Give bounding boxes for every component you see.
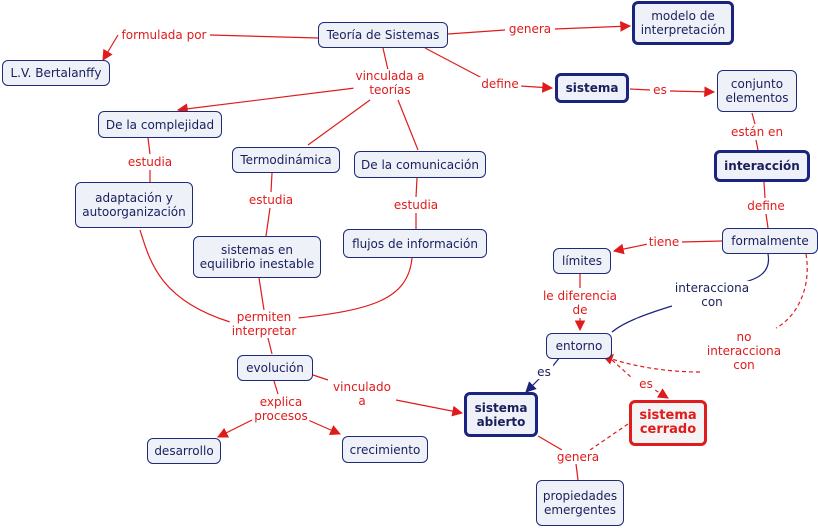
arrow-limites	[612, 243, 649, 255]
link-label-es-top: es	[651, 83, 669, 97]
node-sistema-abierto[interactable]: sistema abierto	[464, 392, 538, 437]
node-de-la-comunicacion[interactable]: De la comunicación	[354, 151, 486, 178]
arrow-bertalanffy	[102, 34, 119, 61]
node-limites[interactable]: límites	[553, 248, 611, 274]
arrow-conjunto	[669, 86, 716, 98]
node-sistemas-equilibrio[interactable]: sistemas en equilibrio inestable	[193, 236, 321, 278]
link-label-formulada-por: formulada por	[119, 28, 209, 42]
link-line-genera-abierto	[537, 435, 563, 451]
link-label-estan-en: están en	[728, 125, 786, 139]
link-line-termodinamica	[307, 99, 371, 146]
node-teoria-de-sistemas[interactable]: Teoría de Sistemas	[318, 22, 448, 48]
link-line-estudia1a	[147, 137, 151, 155]
node-interaccion[interactable]: interacción	[714, 150, 810, 182]
link-label-explica-procesos: explica procesos	[252, 395, 310, 423]
link-line-estudia2b	[265, 207, 271, 237]
link-line-estudia2a	[270, 172, 273, 193]
link-line-flujos-permiten	[297, 257, 413, 319]
link-line-estudia3a	[415, 177, 418, 198]
link-label-estudia-comunicacion: estudia	[391, 198, 441, 212]
link-line-define	[424, 47, 483, 79]
node-conjunto-elementos[interactable]: conjunto elementos	[717, 70, 797, 112]
node-entorno[interactable]: entorno	[546, 333, 612, 359]
link-line-genera-propiedades	[575, 463, 579, 481]
link-line-explica	[273, 380, 279, 395]
arrow-complejidad	[176, 87, 356, 115]
arrow-no-interacciona	[601, 354, 701, 373]
link-line-genera	[447, 29, 506, 35]
link-line-interacciona	[737, 253, 770, 285]
link-line-estan2	[755, 139, 759, 151]
node-de-la-complejidad[interactable]: De la complejidad	[98, 111, 222, 138]
node-propiedades-emergentes[interactable]: propiedades emergentes	[536, 480, 624, 526]
link-line-es-cerrado	[611, 359, 633, 379]
link-label-vinculado-a: vinculado a	[331, 380, 393, 408]
link-line-define2	[763, 181, 766, 199]
node-adaptacion[interactable]: adaptación y autoorganización	[75, 182, 193, 228]
link-label-define-interaccion: define	[745, 199, 787, 213]
link-label-define-top: define	[479, 77, 521, 91]
link-label-es-abierto: es	[535, 365, 553, 379]
arrow-crecimiento	[307, 419, 341, 436]
link-line-sistemas-permiten	[258, 277, 265, 311]
link-line-comunicacion	[397, 99, 419, 151]
link-label-genera-top: genera	[506, 22, 554, 36]
link-label-le-diferencia: le diferencia de	[540, 289, 620, 317]
link-label-permiten-interpretar: permiten interpretar	[229, 310, 299, 338]
arrow-abierto	[395, 399, 464, 417]
arrow-sistema	[519, 82, 554, 93]
node-sistema[interactable]: sistema	[555, 73, 629, 103]
link-line-genera-cerrado	[589, 423, 629, 451]
arrow-desarrollo	[217, 419, 253, 438]
link-line-interacciona2	[611, 305, 673, 333]
link-label-genera-bottom: genera	[554, 450, 602, 464]
arrow-modelo	[554, 20, 632, 32]
link-line-tiene	[681, 240, 723, 243]
link-line-es	[629, 88, 651, 91]
node-evolucion[interactable]: evolución	[237, 355, 313, 381]
link-label-es-cerrado: es	[637, 377, 655, 391]
node-sistema-cerrado[interactable]: sistema cerrado	[629, 400, 707, 446]
link-label-estudia-complejidad: estudia	[125, 155, 175, 169]
link-label-tiene: tiene	[646, 235, 682, 249]
link-line-estan	[751, 112, 756, 125]
link-line-no-interacciona	[775, 253, 808, 329]
link-line-vinculado	[312, 374, 329, 381]
link-label-no-interacciona: no interacciona con	[704, 330, 784, 372]
node-desarrollo[interactable]: desarrollo	[147, 438, 221, 464]
node-bertalanffy[interactable]: L.V. Bertalanffy	[2, 60, 110, 86]
arrow-abierto-navy	[525, 377, 541, 393]
link-line-formulada	[209, 34, 319, 39]
link-line-define2b	[765, 213, 769, 229]
link-line-adaptacion-permiten	[139, 229, 231, 323]
node-crecimiento[interactable]: crecimiento	[342, 436, 428, 463]
node-formalmente[interactable]: formalmente	[722, 228, 818, 254]
link-line-vinculada	[382, 47, 389, 71]
link-line-permiten-evolucion	[267, 337, 273, 355]
link-label-vinculada: vinculada a teorías	[353, 69, 427, 97]
link-label-estudia-termodinamica: estudia	[246, 193, 296, 207]
link-label-interacciona-con: interacciona con	[672, 281, 752, 309]
node-termodinamica[interactable]: Termodinámica	[232, 147, 340, 173]
node-flujos-de-informacion[interactable]: flujos de información	[343, 229, 487, 258]
arrow-cerrado	[654, 388, 669, 399]
node-modelo-de-interpretacion[interactable]: modelo de interpretación	[632, 1, 734, 45]
